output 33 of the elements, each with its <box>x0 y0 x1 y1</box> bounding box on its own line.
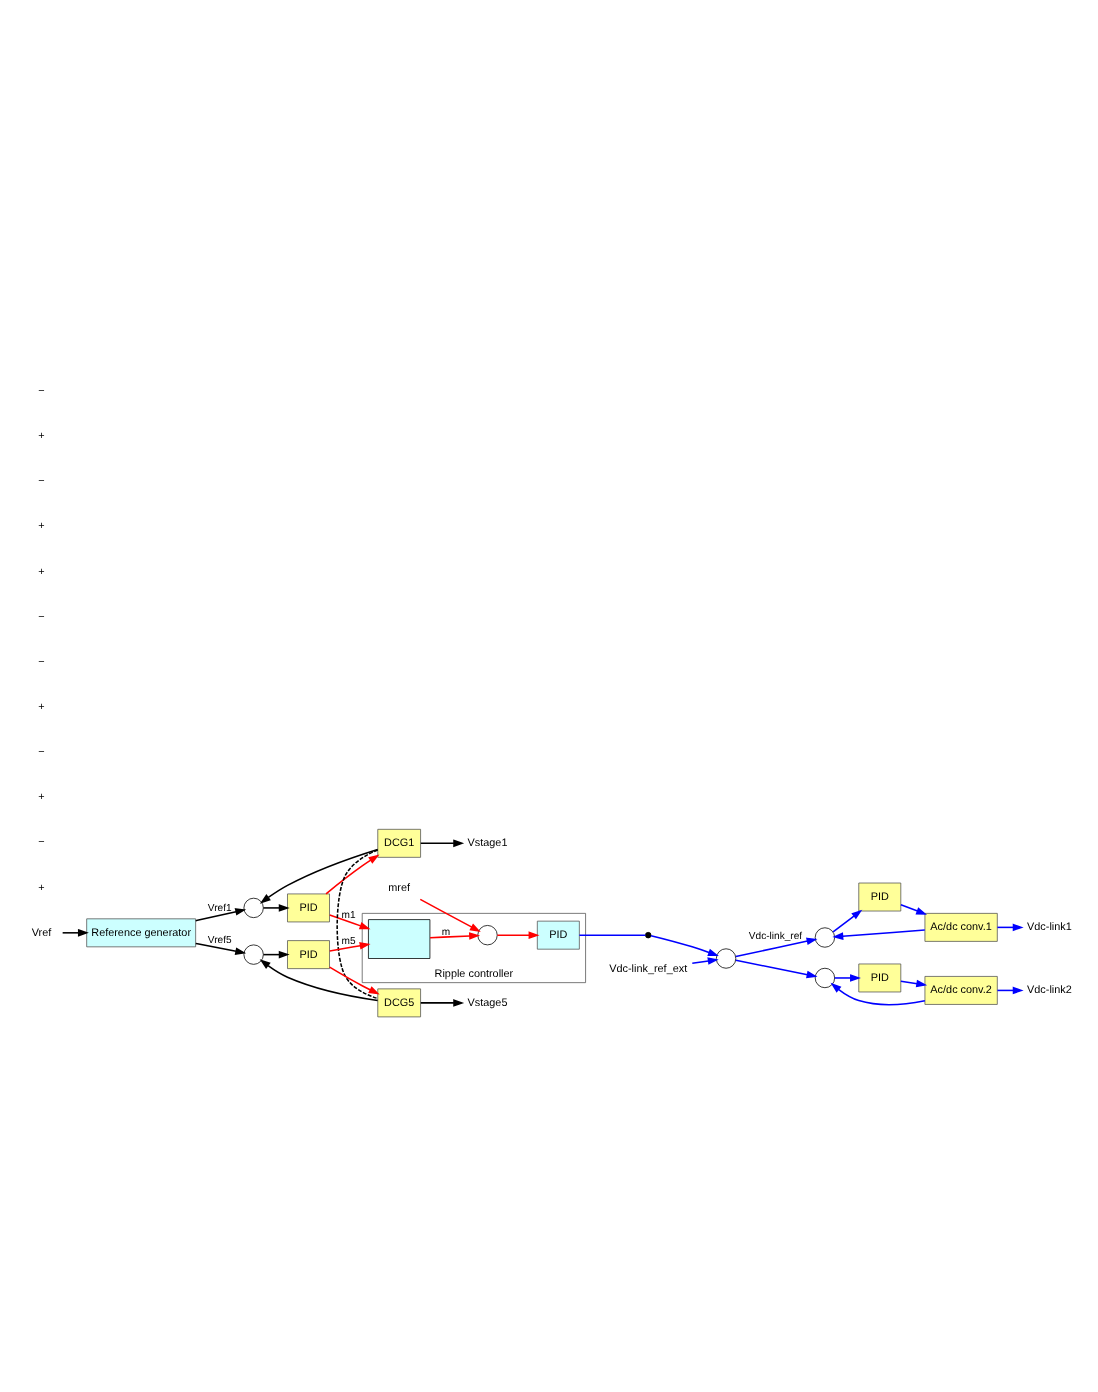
arrow <box>833 973 861 981</box>
arrow <box>259 958 379 1001</box>
arrow <box>735 958 818 978</box>
connector <box>336 848 379 999</box>
arrow <box>419 998 465 1006</box>
arrow <box>650 933 719 956</box>
arrow <box>195 941 247 954</box>
node-circle <box>715 947 737 968</box>
arrow <box>691 956 719 964</box>
arrow <box>328 913 371 929</box>
arrow <box>419 897 481 931</box>
arrow <box>832 928 926 939</box>
arrow <box>262 903 290 911</box>
connector <box>578 933 647 935</box>
arrow <box>419 838 465 847</box>
node-circle <box>814 926 836 947</box>
arrow <box>325 853 380 894</box>
arrow <box>195 907 247 921</box>
arrow <box>61 928 89 936</box>
node-box <box>368 918 431 958</box>
arrow <box>328 965 380 994</box>
node-circle <box>243 943 264 964</box>
arrow <box>735 936 818 957</box>
node-circle <box>477 924 498 945</box>
node-switch <box>645 930 652 938</box>
arrow <box>328 941 371 951</box>
arrow <box>832 908 863 932</box>
node-circle <box>814 966 836 988</box>
arrow <box>900 903 928 914</box>
arrow <box>496 930 540 938</box>
arrow <box>259 847 379 903</box>
arrow <box>429 931 481 939</box>
node-circle <box>243 896 264 918</box>
